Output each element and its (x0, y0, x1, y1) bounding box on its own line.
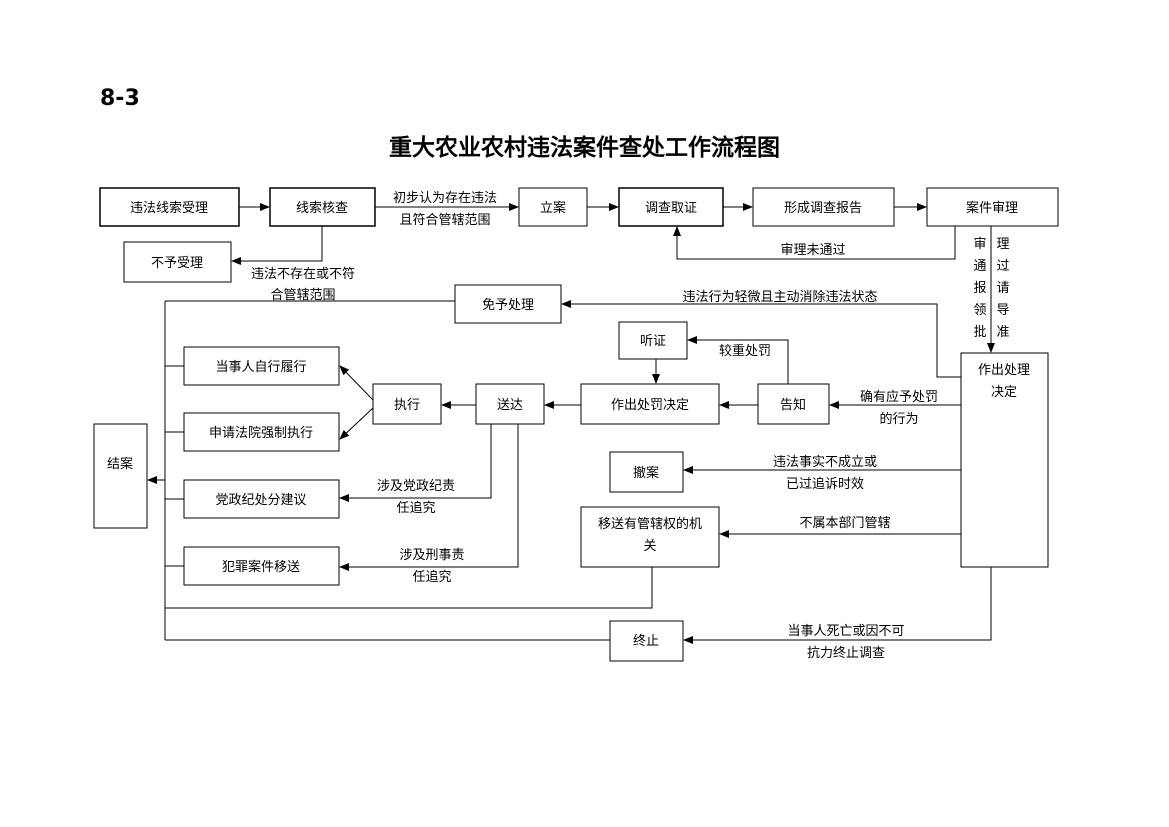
node-terminate-label: 终止 (633, 633, 659, 649)
label-criminal-1: 涉及刑事责 (399, 548, 464, 563)
node-deliver-label: 送达 (497, 398, 523, 413)
label-review-pass-c1-2: 通 (973, 259, 986, 274)
label-minor: 违法行为轻微且主动消除违法状态 (682, 290, 877, 305)
node-close-case (93, 423, 148, 529)
node-decision-label-1: 作出处理 (978, 363, 1030, 378)
node-hearing-label: 听证 (640, 334, 666, 349)
node-decision-label-2: 决定 (991, 385, 1017, 400)
node-report-label: 形成调查报告 (784, 201, 862, 216)
node-decision (960, 352, 1049, 568)
node-notify-label: 告知 (780, 397, 806, 413)
edge-execute-self (339, 365, 374, 401)
label-death-2: 抗力终止调查 (807, 645, 885, 661)
label-should-punish-2: 的行为 (879, 411, 918, 427)
node-discipline-label: 党政纪处分建议 (215, 493, 306, 508)
label-should-punish-1: 确有应予处罚 (860, 389, 938, 405)
label-review-pass-c2-2: 过 (996, 259, 1009, 274)
label-no-fact-2: 已过追诉时效 (786, 476, 864, 492)
label-review-fail: 审理未通过 (780, 243, 845, 258)
label-review-pass-c1-1: 审 (973, 237, 986, 252)
edge-decision-exempt (561, 300, 961, 378)
label-review-pass-c2-3: 请 (996, 281, 1009, 296)
node-clue-accept-label: 违法线索受理 (130, 201, 208, 216)
node-transfer-org-label-2: 关 (643, 539, 656, 554)
node-exempt-label: 免予处理 (482, 298, 534, 313)
node-penalty-decision-label: 作出处罚决定 (611, 398, 689, 413)
label-prelim-1: 初步认为存在违法 (393, 191, 497, 206)
node-execute-label: 执行 (394, 398, 420, 413)
edge-notify-hearing (687, 336, 789, 384)
label-review-pass-c1-4: 领 (973, 303, 986, 318)
label-not-jurisdiction: 不属本部门管辖 (799, 515, 890, 531)
edge-deliver-crime (339, 424, 519, 571)
edge-review-fail (673, 226, 956, 260)
node-crime-transfer-label: 犯罪案件移送 (222, 560, 300, 575)
node-court-enforce-label: 申请法院强制执行 (209, 426, 313, 441)
page-number: 8-3 (100, 86, 140, 111)
edge-verify-notaccept (231, 226, 323, 265)
label-prelim-2: 且符合管辖范围 (399, 212, 490, 228)
edge-transfer-bus (165, 567, 653, 609)
label-review-pass-c2-4: 导 (996, 303, 1009, 318)
label-death-1: 当事人死亡或因不可 (787, 624, 904, 639)
edge-decision-terminate (683, 567, 992, 644)
label-criminal-2: 任追究 (412, 569, 451, 585)
label-review-pass-c2-1: 理 (996, 237, 1009, 252)
label-review-pass-c1-5: 批 (973, 325, 986, 340)
node-file-case-label: 立案 (540, 201, 566, 216)
label-no-fact-1: 违法事实不成立或 (773, 455, 877, 470)
node-clue-verify-label: 线索核查 (296, 201, 348, 216)
node-transfer-org (580, 506, 720, 568)
label-review-pass-c2-5: 准 (996, 325, 1009, 340)
node-investigate-label: 调查取证 (645, 201, 697, 216)
node-review-label: 案件审理 (966, 201, 1018, 216)
node-withdraw-label: 撤案 (633, 465, 659, 481)
node-review (926, 187, 1059, 227)
label-review-pass-c1-3: 报 (973, 281, 986, 296)
label-party-discipline-1: 涉及党政纪责 (377, 479, 455, 494)
node-self-perform-label: 当事人自行履行 (215, 360, 306, 375)
node-not-accept-label: 不予受理 (151, 256, 203, 271)
label-not-exist-1: 违法不存在或不符 (251, 266, 355, 282)
label-party-discipline-2: 任追究 (396, 500, 435, 516)
label-heavy: 较重处罚 (719, 343, 771, 359)
page-title: 重大农业农村违法案件查处工作流程图 (389, 135, 780, 161)
edge-execute-court (339, 407, 374, 440)
node-transfer-org-label-1: 移送有管辖权的机 (598, 516, 702, 532)
label-not-exist-2: 合管辖范围 (270, 287, 335, 303)
node-close-case-label: 结案 (107, 457, 133, 472)
edge-deliver-discipline (339, 424, 492, 502)
